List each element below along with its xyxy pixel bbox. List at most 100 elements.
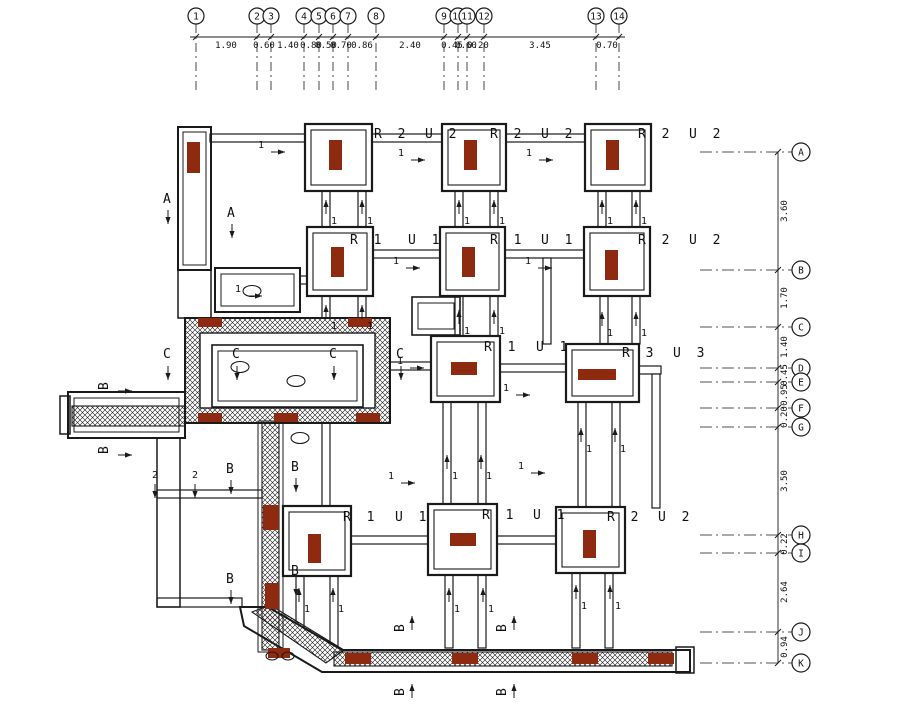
footing-type-label: U 3 bbox=[673, 346, 708, 361]
tie-beam bbox=[350, 535, 429, 545]
arrow-head bbox=[192, 491, 198, 498]
column-marker bbox=[331, 247, 344, 277]
tie-beam bbox=[504, 249, 585, 259]
column-marker bbox=[308, 534, 321, 563]
grid-bubble bbox=[791, 398, 811, 418]
footing-type-label: R 1 bbox=[482, 508, 517, 523]
section-label: B bbox=[393, 624, 408, 632]
rebar-mark-label: 1 bbox=[398, 148, 404, 159]
footing-outer bbox=[583, 122, 653, 193]
grid-bubble bbox=[339, 7, 357, 25]
tie-beam bbox=[329, 575, 339, 649]
rebar-mark-label: 1 bbox=[338, 604, 344, 615]
arrow-head bbox=[296, 588, 302, 595]
arrow-head bbox=[125, 388, 132, 394]
dimension-tick bbox=[253, 33, 261, 41]
arrow-head bbox=[359, 200, 365, 207]
grid-bubble-label: D bbox=[798, 364, 804, 375]
arrow-head bbox=[323, 305, 329, 312]
wall-structure bbox=[156, 437, 181, 608]
arrow-head bbox=[599, 312, 605, 319]
section-label: C bbox=[329, 347, 337, 362]
rebar-mark-label: 1 bbox=[235, 284, 241, 295]
footing-type-label: R 2 bbox=[638, 233, 673, 248]
dimension-tick bbox=[344, 33, 352, 41]
dimension-label: 0.20 bbox=[780, 406, 790, 428]
dimension-label: 2.40 bbox=[399, 41, 421, 51]
footing-type-label: R 2 bbox=[374, 127, 409, 142]
section-label: B bbox=[393, 688, 408, 696]
arrow-head bbox=[293, 485, 299, 492]
column-marker bbox=[356, 413, 380, 422]
dimension-tick bbox=[774, 659, 782, 667]
courtyard-outer bbox=[211, 344, 364, 408]
grid-bubble bbox=[587, 7, 605, 25]
footing-inner bbox=[561, 512, 620, 568]
arrow-head bbox=[607, 585, 613, 592]
arrow-head bbox=[599, 200, 605, 207]
footing-inner bbox=[433, 509, 492, 570]
dimension-label: 3.45 bbox=[529, 41, 551, 51]
grid-bubble-label: E bbox=[798, 378, 804, 389]
tie-beam bbox=[321, 422, 331, 507]
grid-bubble-label: 8 bbox=[373, 12, 379, 23]
tie-beam bbox=[156, 597, 243, 608]
grid-bubble-label: 4 bbox=[301, 12, 307, 23]
dimension-label: 2.64 bbox=[780, 581, 790, 603]
dimension-tick bbox=[454, 33, 462, 41]
arrow-head bbox=[573, 585, 579, 592]
arrow-head bbox=[491, 310, 497, 317]
grid-bubble bbox=[791, 653, 811, 673]
dimension-tick bbox=[774, 628, 782, 636]
rebar-mark-label: 1 bbox=[393, 256, 399, 267]
grid-bubble-label: A bbox=[798, 148, 804, 159]
grid-bubble bbox=[610, 7, 628, 25]
arrow-head bbox=[444, 455, 450, 462]
grid-bubble bbox=[791, 142, 811, 162]
tie-beam bbox=[372, 249, 441, 259]
grid-bubble-label: F bbox=[798, 404, 804, 415]
arrow-head bbox=[228, 487, 234, 494]
grid-bubble-label: 7 bbox=[345, 12, 351, 23]
arrow-head bbox=[545, 265, 552, 271]
tie-beam bbox=[444, 574, 454, 649]
column-marker bbox=[572, 653, 598, 664]
rebar-mark-label: 1 bbox=[503, 383, 509, 394]
rebar-mark-label: 1 bbox=[258, 140, 264, 151]
dimension-label: 0.95 bbox=[780, 384, 790, 406]
rebar-mark-label: 1 bbox=[454, 604, 460, 615]
footing-type-label: R 2 bbox=[607, 510, 642, 525]
rebar-mark-label: 1 bbox=[488, 604, 494, 615]
arrow-head bbox=[234, 373, 240, 380]
dimension-tick bbox=[267, 33, 275, 41]
wall-structure bbox=[675, 646, 695, 674]
column-marker bbox=[268, 648, 290, 658]
grid-bubble bbox=[367, 7, 385, 25]
opening-symbol bbox=[281, 651, 295, 661]
column-marker bbox=[265, 583, 279, 609]
dimension-tick bbox=[774, 266, 782, 274]
hatched-wall bbox=[71, 405, 186, 427]
grid-bubble-label: J bbox=[798, 628, 804, 639]
hatched-wall bbox=[333, 651, 673, 667]
grid-bubble-label: 10 bbox=[452, 12, 464, 23]
dimension-tick bbox=[315, 33, 323, 41]
dimension-tick bbox=[774, 404, 782, 412]
arrow-head bbox=[125, 452, 132, 458]
footing-inner bbox=[445, 232, 500, 291]
column-marker bbox=[263, 505, 279, 530]
tie-beam bbox=[611, 401, 621, 508]
grid-bubble-label: 5 bbox=[316, 12, 322, 23]
rebar-mark-label: 1 bbox=[526, 148, 532, 159]
rebar-mark-label: 1 bbox=[518, 461, 524, 472]
grid-bubble-label: 13 bbox=[590, 12, 601, 23]
section-label: C bbox=[163, 347, 171, 362]
arrow-head bbox=[480, 588, 486, 595]
grid-bubble bbox=[791, 372, 811, 392]
footing-outer bbox=[429, 334, 502, 404]
arrow-head bbox=[359, 305, 365, 312]
wall-structure bbox=[177, 269, 212, 319]
dimension-label: 1.90 bbox=[215, 41, 237, 51]
